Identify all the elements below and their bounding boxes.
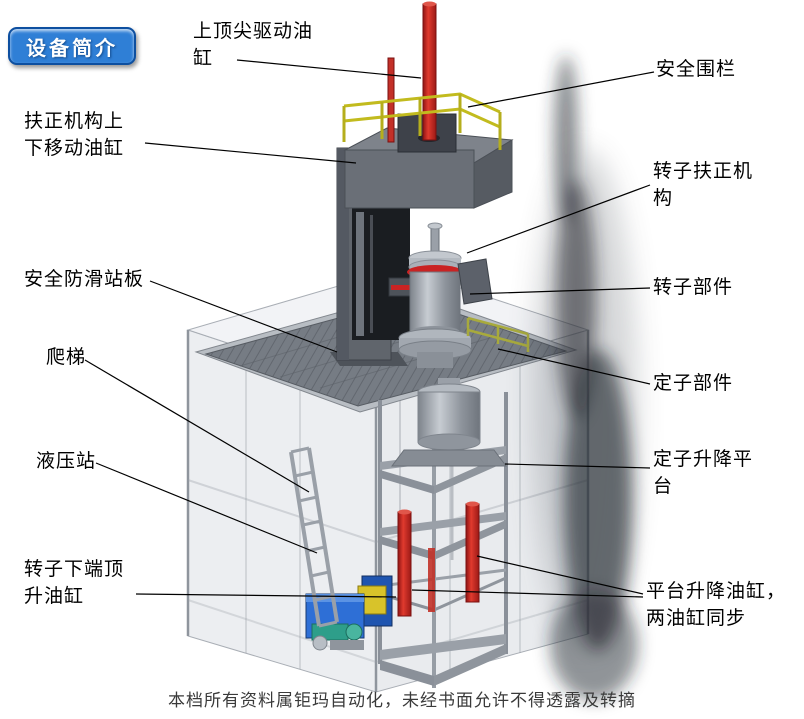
press-head xyxy=(343,113,514,209)
leader-stator-component xyxy=(497,348,651,385)
leader-rotor-component xyxy=(469,287,651,295)
leader-hydraulic-station xyxy=(95,462,318,554)
leader-lines xyxy=(84,59,655,598)
leader-antislip-platform xyxy=(149,280,338,353)
label-platform-lift-cylinders: 平台升降油缸，两油缸同步 xyxy=(646,581,787,629)
footer-watermark: 本档所有资料属钜玛自动化，未经书面允许不得透露及转摘 xyxy=(168,691,636,710)
leader-stator-lift-platform xyxy=(504,463,651,469)
center-jack-rod xyxy=(428,548,435,612)
safety-railing xyxy=(342,92,502,150)
label-safety-antislip-platform: 安全防滑站板 xyxy=(24,269,145,290)
title-badge: 设备简介 xyxy=(8,27,136,65)
leader-safety-fence xyxy=(467,71,655,108)
leader-ladder xyxy=(84,359,310,493)
label-ladder: 爬梯 xyxy=(46,347,87,368)
title-badge-label: 设备简介 xyxy=(26,35,118,60)
leader-platform-cylinder-a xyxy=(476,555,644,595)
label-rotor-component: 转子部件 xyxy=(653,277,734,298)
shadow-smudge xyxy=(533,55,638,700)
rotor-assembly xyxy=(398,222,493,368)
label-stator-lift-platform: 定子升降平台 xyxy=(653,449,754,497)
label-safety-fence: 安全围栏 xyxy=(656,59,737,80)
platform-railing xyxy=(466,316,530,352)
label-rotor-bottom-jack-cylinder: 转子下端顶升油缸 xyxy=(24,559,125,607)
lift-cylinder-left xyxy=(397,511,412,617)
platform-lift-cylinders xyxy=(397,501,480,617)
leader-platform-cylinder-b xyxy=(411,589,644,598)
label-centering-mechanism-lift-cylinder: 扶正机构上下移动油缸 xyxy=(24,111,125,159)
leader-rotor-bottom-jack xyxy=(135,593,397,598)
leader-centering-lift-cylinder xyxy=(144,142,357,164)
label-hydraulic-station: 液压站 xyxy=(36,451,97,472)
stator-assembly xyxy=(391,378,507,467)
leader-top-center-drive-cylinder xyxy=(236,59,422,79)
lift-cylinder-right xyxy=(465,503,480,603)
label-rotor-centering-mechanism: 转子扶正机构 xyxy=(653,161,754,209)
leader-rotor-centering xyxy=(466,184,651,254)
label-stator-component: 定子部件 xyxy=(653,373,734,394)
label-top-center-drive-cylinder: 上顶尖驱动油缸 xyxy=(193,21,314,69)
